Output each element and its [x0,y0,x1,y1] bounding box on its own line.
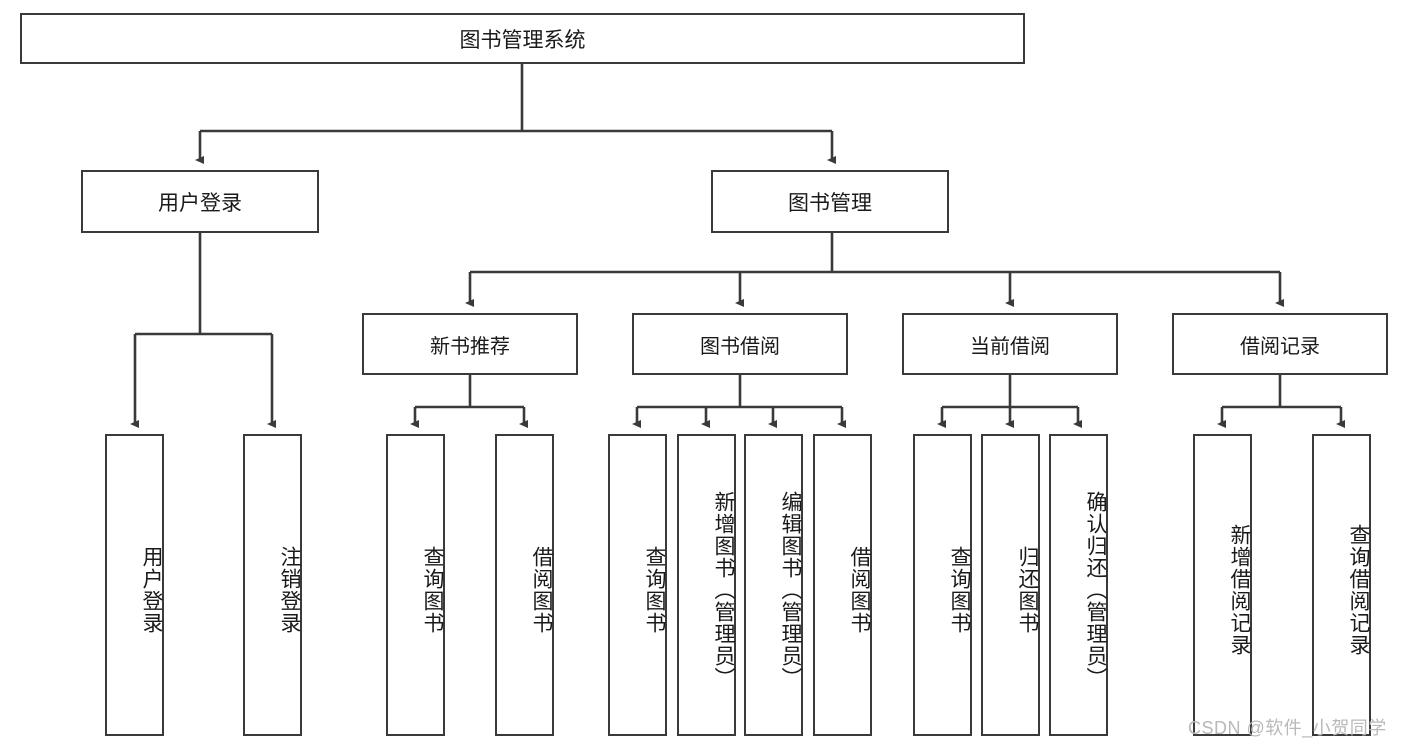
node-book-borrow-label: 图书借阅 [700,335,780,358]
leaf-book-borrow-borrow[interactable]: 借阅图书 [813,434,872,736]
leaf-current-borrow-query[interactable]: 查询图书 [913,434,972,736]
leaf-new-book-borrow[interactable]: 借阅图书 [495,434,554,736]
node-book-borrow[interactable]: 图书借阅 [632,313,848,375]
node-borrow-record[interactable]: 借阅记录 [1172,313,1388,375]
leaf-user-login-logout-label: 注销登录 [278,546,301,634]
watermark: CSDN @软件_小贺同学 [1188,718,1387,738]
leaf-user-login-login[interactable]: 用户登录 [105,434,164,736]
leaf-book-borrow-add[interactable]: 新增图书（管理员） [677,434,736,736]
leaf-user-login-logout[interactable]: 注销登录 [243,434,302,736]
leaf-borrow-record-add[interactable]: 新增借阅记录 [1193,434,1252,736]
leaf-borrow-record-add-label: 新增借阅记录 [1228,524,1251,656]
leaf-new-book-query[interactable]: 查询图书 [386,434,445,736]
node-user-login[interactable]: 用户登录 [81,170,319,233]
leaf-new-book-borrow-label: 借阅图书 [530,546,553,634]
node-borrow-record-label: 借阅记录 [1240,335,1320,358]
node-new-book-recommend-label: 新书推荐 [430,335,510,358]
node-book-management[interactable]: 图书管理 [711,170,949,233]
leaf-current-borrow-confirm-return-label: 确认归还（管理员） [1084,491,1107,689]
node-root[interactable]: 图书管理系统 [20,13,1025,64]
node-new-book-recommend[interactable]: 新书推荐 [362,313,578,375]
leaf-borrow-record-query[interactable]: 查询借阅记录 [1312,434,1371,736]
node-book-management-label: 图书管理 [788,191,872,215]
leaf-book-borrow-add-label: 新增图书（管理员） [712,491,735,689]
leaf-new-book-query-label: 查询图书 [421,546,444,634]
node-current-borrow-label: 当前借阅 [970,335,1050,358]
leaf-book-borrow-edit-label: 编辑图书（管理员） [779,491,802,689]
node-current-borrow[interactable]: 当前借阅 [902,313,1118,375]
leaf-borrow-record-query-label: 查询借阅记录 [1347,524,1370,656]
leaf-book-borrow-query[interactable]: 查询图书 [608,434,667,736]
leaf-user-login-login-label: 用户登录 [140,546,163,634]
leaf-current-borrow-confirm-return[interactable]: 确认归还（管理员） [1049,434,1108,736]
leaf-current-borrow-query-label: 查询图书 [948,546,971,634]
leaf-current-borrow-return[interactable]: 归还图书 [981,434,1040,736]
node-user-login-label: 用户登录 [158,191,242,215]
leaf-book-borrow-edit[interactable]: 编辑图书（管理员） [744,434,803,736]
leaf-book-borrow-borrow-label: 借阅图书 [848,546,871,634]
leaf-current-borrow-return-label: 归还图书 [1016,546,1039,634]
node-root-label: 图书管理系统 [459,28,586,52]
leaf-book-borrow-query-label: 查询图书 [643,546,666,634]
